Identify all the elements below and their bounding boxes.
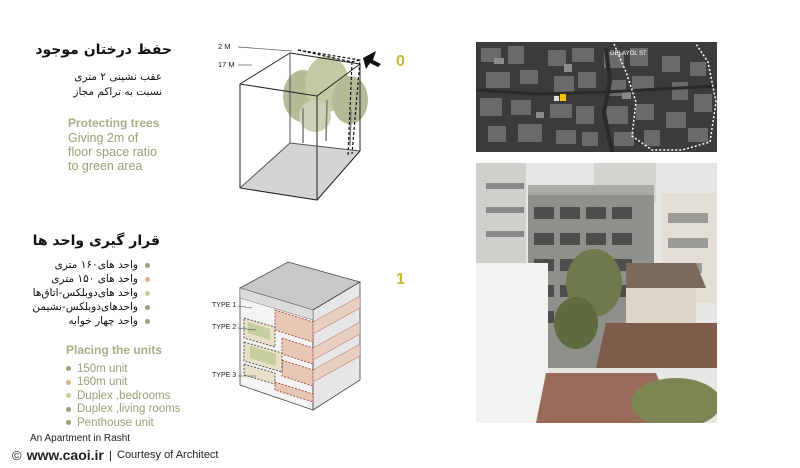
en-list-item: Duplex ,bedrooms xyxy=(66,389,181,402)
fa-list-item: واحد چهار خوابه xyxy=(0,314,150,328)
section1-en-title: Placing the units xyxy=(66,343,163,357)
bullet-icon xyxy=(66,366,71,371)
aerial-site-map: GELAYOL ST xyxy=(476,42,717,152)
footer-separator: | xyxy=(108,448,112,462)
fa-list-item: واحد های‌دوبلکس-اتاق‌ها xyxy=(0,286,150,300)
fa-list-item: واحد‌های‌دوبلکس-نشیمن xyxy=(0,300,150,314)
dim-label-2m: 2 M xyxy=(218,42,231,51)
section0-en-line-3: to green area xyxy=(68,159,143,173)
fa-list-item: واحد های۱۶۰ متری xyxy=(0,258,150,272)
bullet-icon xyxy=(66,406,71,412)
street-label: GELAYOL ST xyxy=(610,51,647,57)
step-number-0: 0 xyxy=(396,53,405,70)
type-label-1: TYPE 1 xyxy=(212,302,237,309)
section0-fa-line-1: عقب نشینی ۲ متری xyxy=(74,71,162,83)
bullet-icon xyxy=(145,276,150,282)
dim-label-17m: 17 M xyxy=(218,60,235,69)
section1-fa-list: واحد های۱۶۰ متری واحد های ۱۵۰ متری واحد … xyxy=(0,258,150,328)
footer-credit-line: © www.caoi.ir | Courtesy of Architect xyxy=(12,447,219,463)
en-list-item: Penthouse unit xyxy=(66,416,181,429)
section0-en-line-1: Giving 2m of xyxy=(68,131,139,145)
website-link[interactable]: www.caoi.ir xyxy=(26,447,104,463)
tree-icons xyxy=(283,56,368,147)
bullet-icon xyxy=(145,262,150,268)
type-label-3: TYPE 3 xyxy=(212,372,237,379)
footer-caption: An Apartment in Rasht xyxy=(30,433,131,444)
section0-fa-title: حفظ درختان موجود xyxy=(35,42,172,58)
bullet-icon xyxy=(145,290,150,296)
section1-en-list: 150m unit 160m unit Duplex ,bedrooms Dup… xyxy=(66,362,181,429)
section0-fa-line-2: نسبت به تراکم مجاز xyxy=(73,86,162,98)
bullet-icon xyxy=(66,379,71,385)
section0-en-title: Protecting trees xyxy=(68,116,160,130)
bullet-icon xyxy=(145,318,150,324)
bullet-icon xyxy=(145,304,150,310)
unit-placement-diagram xyxy=(237,261,362,411)
en-list-item: 160m unit xyxy=(66,376,181,389)
site-boundary xyxy=(613,43,717,151)
step-number-1: 1 xyxy=(396,271,405,288)
site-photo xyxy=(476,163,717,423)
fa-list-item: واحد های ۱۵۰ متری xyxy=(0,272,150,286)
copyright-icon: © xyxy=(12,447,22,463)
en-list-item: 150m unit xyxy=(66,362,181,375)
site-marker xyxy=(560,94,566,101)
arrow-icon xyxy=(363,51,381,69)
section0-en-line-2: floor space ratio xyxy=(68,145,157,159)
section1-fa-title: قرار گیری واحد ها xyxy=(32,233,160,249)
footer-credit: Courtesy of Architect xyxy=(117,449,219,461)
type-label-2: TYPE 2 xyxy=(212,324,237,331)
bullet-icon xyxy=(66,420,71,425)
en-list-item: Duplex ,living rooms xyxy=(66,403,181,416)
bullet-icon xyxy=(66,393,71,398)
tree-setback-diagram xyxy=(237,46,381,201)
